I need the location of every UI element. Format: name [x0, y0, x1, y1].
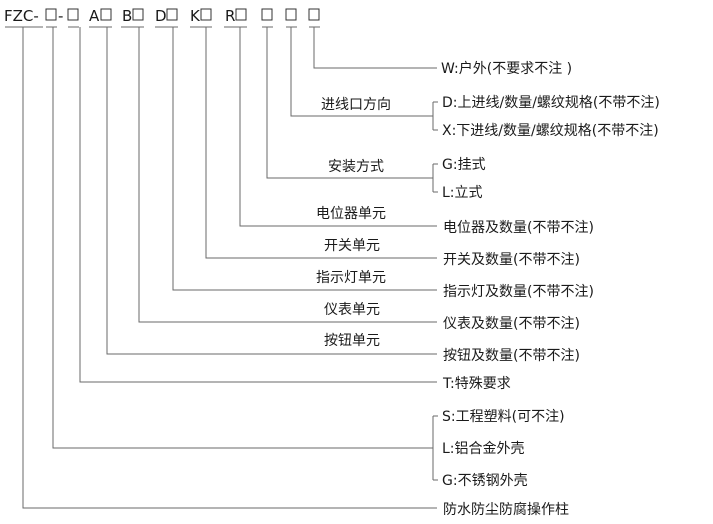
- mounting-option-floor: L:立式: [442, 185, 483, 201]
- mounting-option-wall: G:挂式: [442, 157, 486, 173]
- unit-item: 仪表及数量(不带不注): [443, 316, 580, 332]
- code-prefix: FZC-: [4, 7, 39, 25]
- connector-lines: [22, 27, 438, 509]
- mounting-label: 安装方式: [328, 159, 384, 175]
- code-box: [132, 8, 144, 21]
- code-box: [261, 8, 273, 21]
- code-dash: -: [58, 7, 63, 25]
- product-name: 防水防尘防腐操作柱: [443, 501, 569, 518]
- model-code-header: FZC- - A B D K R: [4, 7, 320, 28]
- special-option: T:特殊要求: [442, 376, 511, 392]
- unit-item: 开关及数量(不带不注): [443, 252, 580, 268]
- inlet-option-top: D:上进线/数量/螺纹规格(不带不注): [442, 95, 660, 111]
- unit-label: 电位器单元: [316, 206, 386, 222]
- unit-item: 按钮及数量(不带不注): [443, 348, 580, 364]
- inlet-option-bottom: X:下进线/数量/螺纹规格(不带不注): [442, 123, 659, 139]
- code-letter-a: A: [89, 7, 100, 25]
- unit-item: 指示灯及数量(不带不注): [443, 284, 594, 300]
- unit-item: 电位器及数量(不带不注): [443, 220, 594, 236]
- code-box: [45, 8, 57, 21]
- code-box: [285, 8, 297, 21]
- unit-label: 仪表单元: [324, 302, 380, 318]
- housing-option-steel: G:不锈钢外壳: [442, 472, 528, 489]
- code-letter-k: K: [190, 7, 201, 25]
- unit-label: 按钮单元: [324, 333, 380, 349]
- code-letter-d: D: [155, 7, 167, 25]
- inlet-direction-label: 进线口方向: [321, 97, 391, 113]
- code-box: [308, 8, 320, 21]
- housing-option-aluminum: L:铝合金外壳: [442, 440, 525, 457]
- housing-option-plastic: S:工程塑料(可不注): [442, 409, 565, 425]
- code-letter-r: R: [225, 7, 235, 25]
- code-box: [166, 8, 178, 21]
- unit-label: 指示灯单元: [316, 270, 386, 286]
- branch-labels: W:户外(不要求不注 ) 进线口方向 D:上进线/数量/螺纹规格(不带不注) X…: [316, 60, 660, 518]
- code-box: [200, 8, 212, 21]
- outdoor-option: W:户外(不要求不注 ): [441, 60, 572, 77]
- code-box: [67, 8, 79, 21]
- code-box: [235, 8, 247, 21]
- unit-label: 开关单元: [324, 238, 380, 254]
- code-box: [100, 8, 112, 21]
- code-letter-b: B: [122, 7, 132, 25]
